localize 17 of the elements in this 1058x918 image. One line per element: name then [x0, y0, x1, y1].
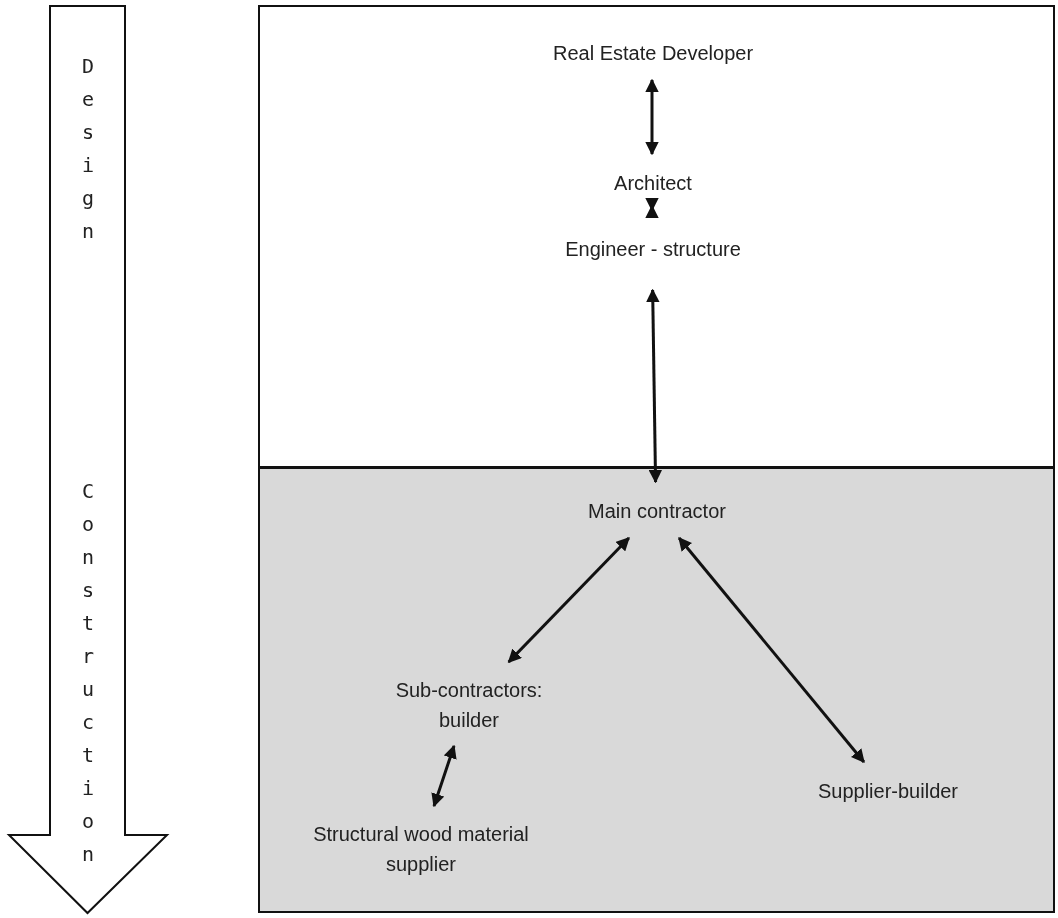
phase-label: Construction — [80, 478, 95, 868]
double-arrow — [646, 288, 663, 484]
phase-label: Design — [80, 53, 95, 245]
double-arrow — [645, 197, 659, 219]
stage-panel — [258, 467, 1055, 913]
role-label: Engineer - structure — [564, 237, 742, 262]
double-arrow — [677, 536, 866, 764]
double-arrow — [645, 78, 659, 156]
role-label: Main contractor — [587, 499, 727, 524]
role-label: Real Estate Developer — [551, 41, 755, 66]
role-label: Structural wood material supplier — [312, 822, 530, 877]
role-label: Architect — [613, 171, 693, 196]
double-arrow — [507, 536, 630, 664]
role-label: Supplier-builder — [816, 779, 960, 804]
stage-panel — [258, 5, 1055, 468]
role-label: Sub-contractors: builder — [394, 678, 544, 733]
double-arrow — [431, 744, 457, 808]
